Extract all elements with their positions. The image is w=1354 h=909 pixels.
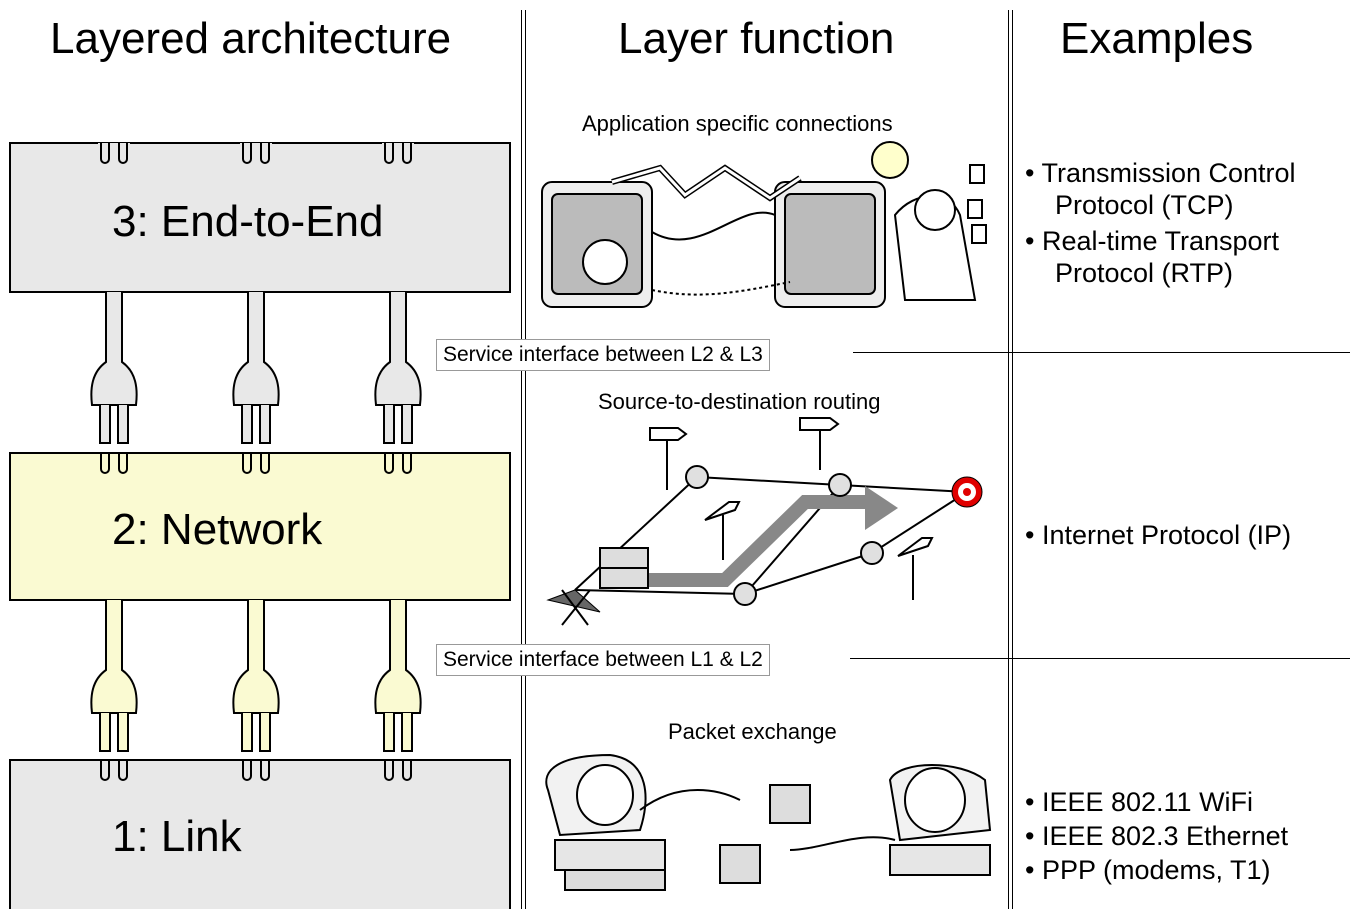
examples-layer-1: • IEEE 802.11 WiFi • IEEE 802.3 Ethernet… xyxy=(1025,787,1288,889)
layer-1-box xyxy=(9,759,511,909)
example-ip: • Internet Protocol (IP) xyxy=(1025,520,1292,550)
interface-label-l1-l2: Service interface between L1 & L2 xyxy=(436,644,770,676)
layer-2-caption: Source-to-destination routing xyxy=(598,389,881,414)
example-tcp: • Transmission Control Protocol (TCP) xyxy=(1025,158,1296,220)
column-divider-left xyxy=(521,10,526,909)
interface-label-l2-l3: Service interface between L2 & L3 xyxy=(436,339,770,371)
header-function: Layer function xyxy=(618,14,895,63)
sockets-layer-3 xyxy=(98,142,414,169)
layer-2-box xyxy=(9,452,511,601)
packet-exchange-illustration xyxy=(545,753,992,891)
layer-3-label: 3: End-to-End xyxy=(112,197,384,246)
examples-layer-3: • Transmission Control Protocol (TCP) • … xyxy=(1025,157,1296,293)
layer-1-caption: Packet exchange xyxy=(668,719,837,744)
layer-3-caption: Application specific connections xyxy=(582,111,893,136)
example-wifi: • IEEE 802.11 WiFi xyxy=(1025,787,1254,817)
interface-line-l1-l2 xyxy=(850,658,1350,659)
interface-line-l2-l3 xyxy=(853,352,1350,353)
application-connections-illustration xyxy=(541,141,987,308)
routing-graph-illustration xyxy=(546,417,983,626)
layer-1-label: 1: Link xyxy=(112,812,242,861)
header-architecture: Layered architecture xyxy=(50,14,452,63)
example-ethernet: • IEEE 802.3 Ethernet xyxy=(1025,821,1289,851)
column-divider-right xyxy=(1008,10,1013,909)
example-ppp: • PPP (modems, T1) xyxy=(1025,855,1271,885)
header-examples: Examples xyxy=(1060,14,1254,63)
layer-3-box xyxy=(9,142,511,293)
examples-layer-2: • Internet Protocol (IP) xyxy=(1025,519,1291,555)
layer-2-label: 2: Network xyxy=(112,505,323,554)
plugs-l3-to-l2 xyxy=(90,292,422,444)
plugs-l2-to-l1 xyxy=(90,600,422,752)
example-rtp: • Real-time Transport Protocol (RTP) xyxy=(1025,226,1280,288)
